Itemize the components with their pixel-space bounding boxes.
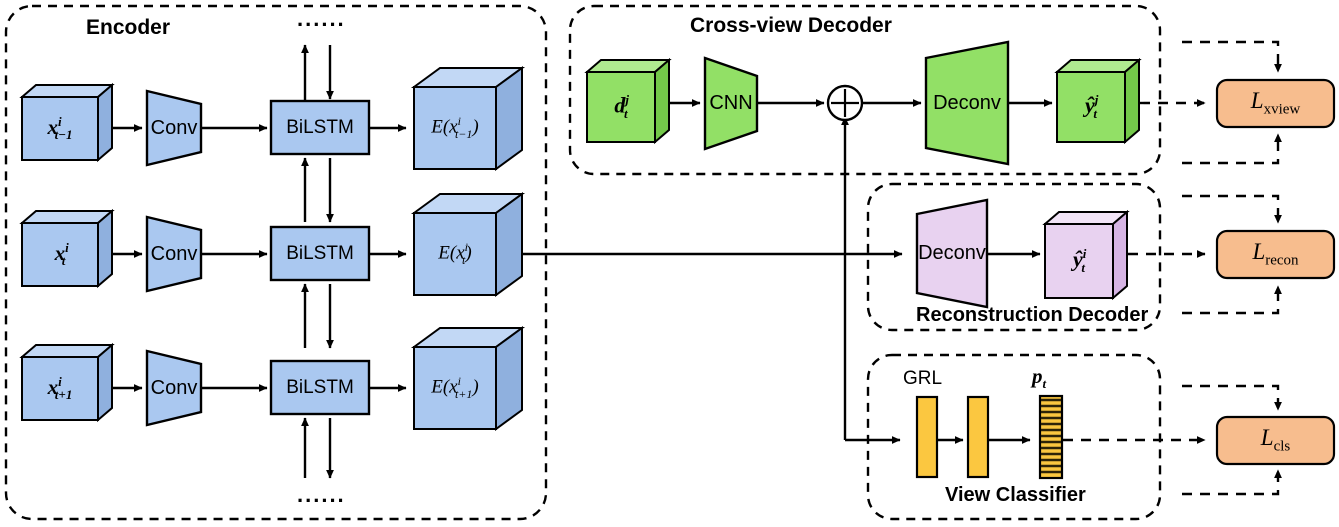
recon-output-label: ŷit: [1072, 246, 1087, 275]
encoder-input-label-2: xit+1: [47, 373, 73, 403]
encoder-bilstm-0: [269, 99, 371, 156]
loss-box-xview: [1215, 78, 1336, 129]
encoder-input-label-1: xit: [54, 239, 69, 269]
panel-title-reconstruction-decoder: Reconstruction Decoder: [916, 304, 1149, 326]
xview-deconv-block: [924, 40, 1010, 166]
xview-cnn-block: [703, 56, 759, 151]
loss-label-cls: Lcls: [1260, 425, 1291, 455]
encoder-conv-label-2: Conv: [150, 376, 198, 399]
encoder-output-cube-2: [410, 326, 526, 431]
panel-title-cross-view-decoder: Cross-view Decoder: [690, 14, 892, 37]
panel-title-view-classifier: View Classifier: [945, 484, 1086, 506]
encoder-input-cube-2: [19, 342, 115, 423]
panel-title-encoder: Encoder: [86, 16, 171, 39]
probability-label: pt: [1032, 364, 1047, 392]
encoder-output-label-2: E(xit+1): [431, 374, 479, 401]
encoder-conv-label-1: Conv: [150, 242, 198, 265]
encoder-bilstm-1: [269, 225, 371, 282]
encoder-input-cube-0: [19, 82, 115, 163]
ellipsis-top: ......: [297, 6, 346, 31]
loss-box-recon: [1215, 229, 1336, 280]
xview-input-cube: [584, 57, 672, 145]
xview-output-cube: [1054, 57, 1142, 145]
xview-cnn-label: CNN: [709, 92, 753, 114]
grl-layer-bar: [915, 395, 939, 479]
encoder-bilstm-label-1: BiLSTM: [286, 242, 354, 264]
probability-bar: [1038, 394, 1064, 480]
grl-label: GRL: [903, 368, 943, 389]
encoder-output-cube-0: [410, 66, 526, 171]
encoder-output-label-0: E(xit−1): [431, 114, 479, 141]
encoder-output-label-1: E(xit): [438, 240, 472, 267]
encoder-input-cube-1: [19, 208, 115, 289]
loss-box-cls: [1215, 415, 1336, 466]
recon-output-cube: [1042, 209, 1130, 301]
recon-deconv-block: [915, 198, 989, 309]
fc-layer-bar: [966, 395, 990, 479]
xview-input-label: djt: [614, 92, 629, 121]
panel-cross-view-decoder: [568, 4, 1162, 176]
ellipsis-bottom: ......: [297, 482, 346, 507]
encoder-conv-0: [145, 89, 203, 167]
panel-encoder: [4, 4, 548, 521]
xview-output-label: ŷjt: [1084, 92, 1099, 121]
recon-deconv-label: Deconv: [918, 242, 986, 264]
encoder-conv-1: [145, 215, 203, 293]
encoder-bilstm-label-2: BiLSTM: [286, 376, 354, 398]
encoder-conv-label-0: Conv: [150, 116, 198, 139]
panel-view-classifier: [866, 353, 1162, 521]
loss-label-xview: Lxview: [1250, 88, 1301, 118]
encoder-conv-2: [145, 349, 203, 427]
encoder-bilstm-label-0: BiLSTM: [286, 116, 354, 138]
loss-label-recon: Lrecon: [1252, 239, 1299, 269]
encoder-output-cube-1: [410, 192, 526, 297]
xview-deconv-label: Deconv: [933, 91, 1001, 114]
encoder-input-label-0: xit−1: [47, 113, 73, 143]
